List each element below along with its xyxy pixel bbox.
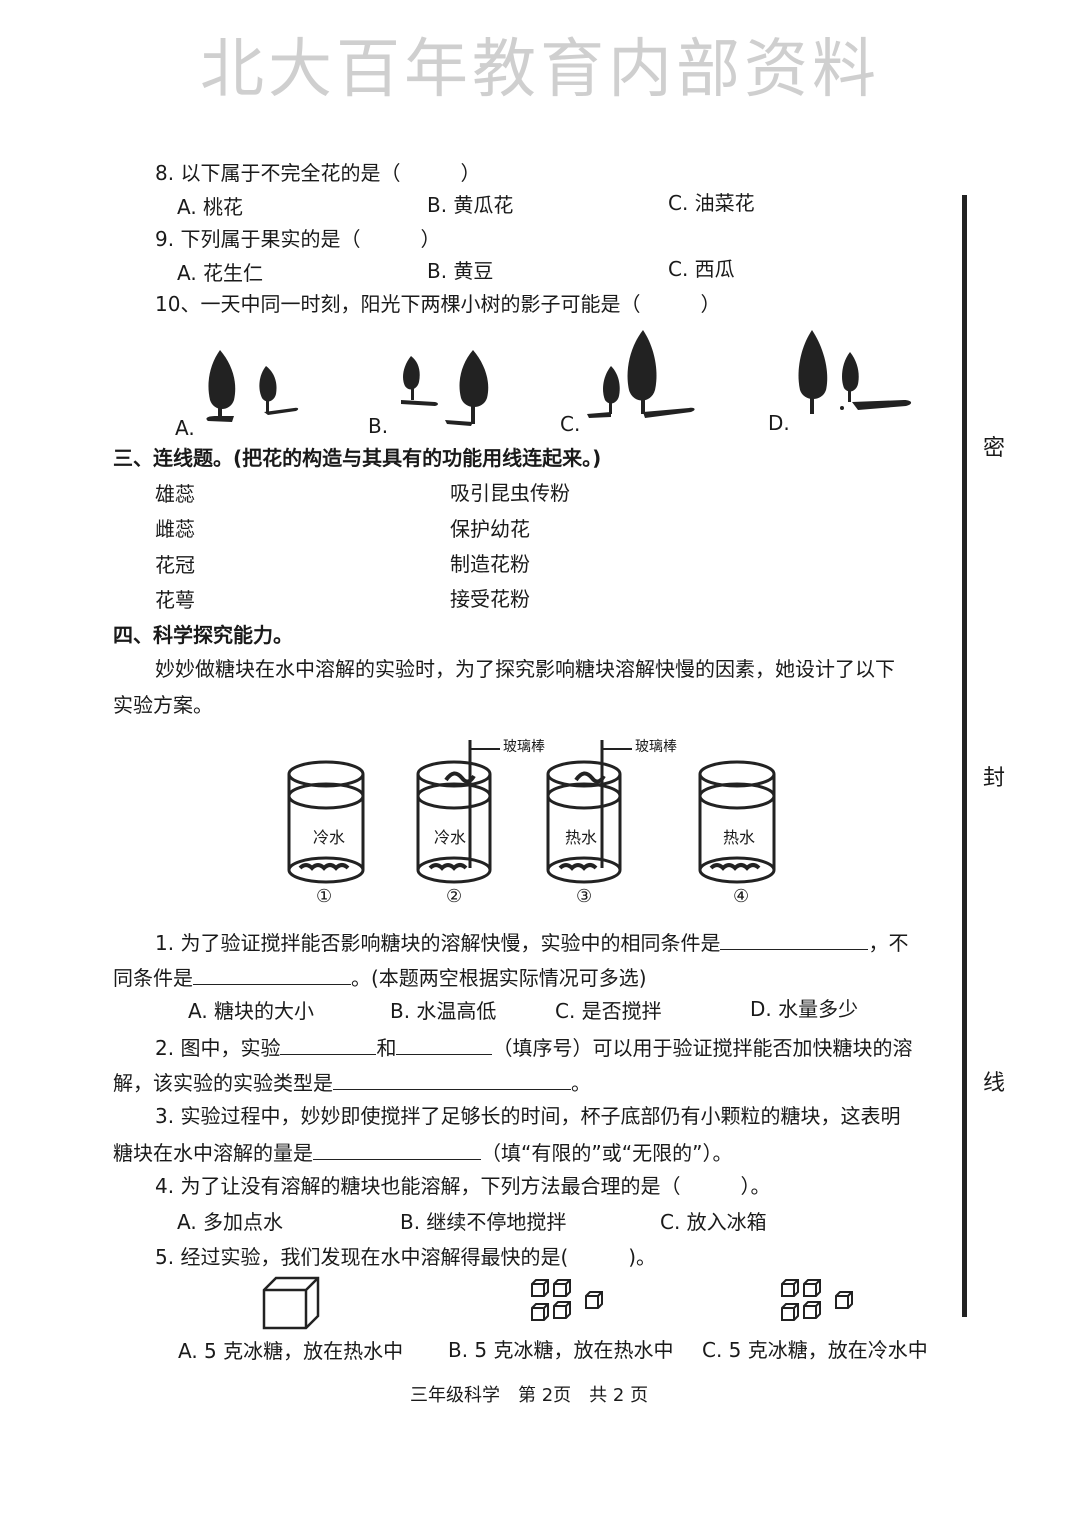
q4-4-option-a: A. 多加点水: [177, 1210, 284, 1234]
cup-3-label: 热水: [565, 828, 598, 847]
cup-1-cold-water: [287, 760, 365, 884]
q10-option-b: B.: [368, 414, 389, 438]
section4-intro-line1: 妙妙做糖块在水中溶解的实验时，为了探究影响糖块溶解快慢的因素，她设计了以下: [155, 657, 895, 681]
cup-3-number: ③: [576, 886, 593, 907]
q4-1-line2: 同条件是 。(本题两空根据实际情况可多选): [113, 966, 647, 988]
cup-2-label: 冷水: [434, 828, 467, 847]
q9-option-a: A. 花生仁: [177, 261, 264, 285]
match-left-2: 雌蕊: [155, 517, 195, 541]
q10-option-c: C.: [560, 412, 581, 436]
match-left-4: 花萼: [155, 588, 195, 612]
cup-4-label: 热水: [723, 828, 756, 847]
q4-5-option-b: B. 5 克冰糖，放在热水中: [448, 1338, 674, 1362]
q4-2-blank-1[interactable]: [280, 1036, 377, 1055]
q10-option-a: A.: [175, 416, 195, 440]
q4-2-text-e: 。: [571, 1071, 591, 1095]
q4-3-blank[interactable]: [313, 1141, 481, 1160]
q4-1-text-c: 同条件是: [113, 966, 193, 990]
seal-label-mi: 密: [983, 436, 1006, 461]
q4-3-line2: 糖块在水中溶解的量是 （填“有限的”或“无限的”）。: [113, 1141, 732, 1163]
q9-option-b: B. 黄豆: [427, 259, 494, 283]
q4-3-text-b: 糖块在水中溶解的量是: [113, 1141, 313, 1165]
match-left-3: 花冠: [155, 553, 195, 577]
q4-5-option-a: A. 5 克冰糖，放在热水中: [178, 1339, 404, 1363]
q4-1-blank-2[interactable]: [193, 966, 351, 985]
q4-4-option-b: B. 继续不停地搅拌: [400, 1210, 567, 1234]
q4-1-option-d: D. 水量多少: [750, 997, 859, 1021]
q4-1-text-a: 1. 为了验证搅拌能否影响糖块的溶解快慢，实验中的相同条件是: [155, 931, 721, 955]
tree-shadow-option-a: [206, 350, 299, 422]
rod-label-2: 玻璃棒: [503, 739, 545, 755]
q4-1-option-c: C. 是否搅拌: [555, 999, 662, 1023]
rod-pointer-3: [602, 748, 632, 750]
q4-5-option-c: C. 5 克冰糖，放在冷水中: [702, 1338, 928, 1362]
cup-4-hot-water: [698, 760, 776, 884]
q4-1-option-a: A. 糖块的大小: [188, 999, 315, 1023]
q4-2-text-a: 2. 图中，实验: [155, 1036, 281, 1060]
tree-shadow-option-c: [587, 330, 695, 418]
seal-label-feng: 封: [983, 766, 1006, 791]
cup-4-number: ④: [733, 886, 750, 907]
match-right-2: 保护幼花: [450, 517, 530, 541]
q4-1-text-d: 。(本题两空根据实际情况可多选): [351, 966, 647, 990]
cup-3-hot-water-stirred: [546, 740, 622, 884]
section3-title: 三、连线题。(把花的构造与其具有的功能用线连起来。): [113, 446, 602, 470]
q4-2-blank-3[interactable]: [333, 1071, 571, 1090]
section4-title: 四、科学探究能力。: [113, 623, 293, 647]
q8-stem: 8. 以下属于不完全花的是（ ）: [155, 161, 481, 185]
sugar-small-cubes-icon-c: [781, 1279, 853, 1321]
q4-5-stem: 5. 经过实验，我们发现在水中溶解得最快的是( )。: [155, 1245, 657, 1269]
q4-2-text-d: 解，该实验的实验类型是: [113, 1071, 333, 1095]
q4-2-text-c: （填序号）可以用于验证搅拌能否加快糖块的溶: [492, 1036, 913, 1060]
q10-stem: 10、一天中同一时刻，阳光下两棵小树的影子可能是（ ）: [155, 292, 721, 316]
rod-pointer-2: [470, 748, 500, 750]
sugar-small-cubes-icon-b: [531, 1279, 603, 1321]
section4-intro-line2: 实验方案。: [113, 693, 213, 717]
q4-2-blank-2[interactable]: [396, 1036, 493, 1055]
q4-1-option-b: B. 水温高低: [390, 999, 497, 1023]
q4-1-text-b: ，不: [868, 931, 909, 955]
q4-4-option-c: C. 放入冰箱: [660, 1210, 767, 1234]
cup-2-cold-water-stirred: [416, 740, 492, 884]
match-right-3: 制造花粉: [450, 552, 530, 576]
q4-2-line1: 2. 图中，实验 和 （填序号）可以用于验证搅拌能否加快糖块的溶: [155, 1036, 912, 1058]
watermark: 北大百年教育内部资料: [200, 33, 880, 107]
seal-label-xian: 线: [983, 1071, 1006, 1096]
sugar-big-cube-icon: [262, 1276, 320, 1330]
q4-1-line1: 1. 为了验证搅拌能否影响糖块的溶解快慢，实验中的相同条件是 ，不: [155, 931, 908, 953]
tree-shadow-option-d: [798, 330, 912, 414]
q9-stem: 9. 下列属于果实的是（ ）: [155, 227, 441, 251]
q4-2-text-b: 和: [376, 1036, 397, 1060]
q4-3-text-c: （填“有限的”或“无限的”）。: [481, 1141, 733, 1165]
q4-1-blank-1[interactable]: [720, 931, 869, 950]
q8-option-c: C. 油菜花: [668, 191, 755, 215]
q4-3-line1: 3. 实验过程中，妙妙即使搅拌了足够长的时间，杯子底部仍有小颗粒的糖块，这表明: [155, 1104, 901, 1128]
q9-option-c: C. 西瓜: [668, 257, 735, 281]
q10-option-d: D.: [768, 411, 790, 435]
seal-line: [962, 195, 967, 1317]
rod-label-3: 玻璃棒: [635, 739, 677, 755]
match-right-4: 接受花粉: [450, 587, 530, 611]
cup-2-number: ②: [446, 886, 463, 907]
q4-2-line2: 解，该实验的实验类型是 。: [113, 1071, 591, 1093]
q8-option-a: A. 桃花: [177, 195, 244, 219]
match-left-1: 雄蕊: [155, 482, 195, 506]
tree-shadow-option-b: [401, 350, 489, 426]
cup-1-label: 冷水: [313, 828, 346, 847]
q8-option-b: B. 黄瓜花: [427, 193, 514, 217]
page-footer: 三年级科学 第 2页 共 2 页: [410, 1385, 649, 1406]
q4-4-stem: 4. 为了让没有溶解的糖块也能溶解，下列方法最合理的是（ ）。: [155, 1174, 771, 1198]
cup-1-number: ①: [316, 886, 333, 907]
match-right-1: 吸引昆虫传粉: [450, 481, 570, 505]
